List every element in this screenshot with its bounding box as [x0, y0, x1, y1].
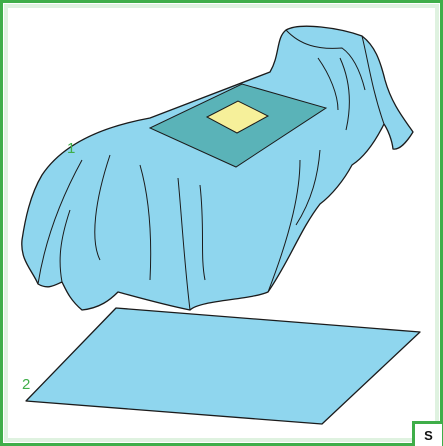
drape-fold-right-1 [361, 35, 385, 125]
item-number-1: 1 [67, 140, 76, 157]
drape-fold-left-1 [37, 159, 83, 285]
frame-inner-fade [4, 4, 439, 442]
drape-fold-left-2 [94, 154, 111, 261]
flat-drape-sheet [25, 307, 421, 425]
size-badge: S [412, 421, 442, 446]
drape-fold-right-2 [339, 57, 350, 131]
drape-fold-mid-3 [199, 184, 206, 281]
drape-fenestration [205, 100, 270, 134]
drape-fold-right-low [267, 159, 301, 293]
drape-fold-mid-1 [139, 164, 152, 281]
drape-fold-left-3 [59, 209, 71, 283]
drape-fold-right-3 [317, 57, 339, 111]
surgical-drape-on-patient [21, 25, 414, 311]
drape-body [21, 25, 414, 311]
drape-fold-mid-2 [177, 177, 191, 311]
drape-fold-right-low-2 [295, 149, 321, 226]
drape-head-fold [285, 29, 366, 91]
item-number-2: 2 [22, 376, 31, 393]
